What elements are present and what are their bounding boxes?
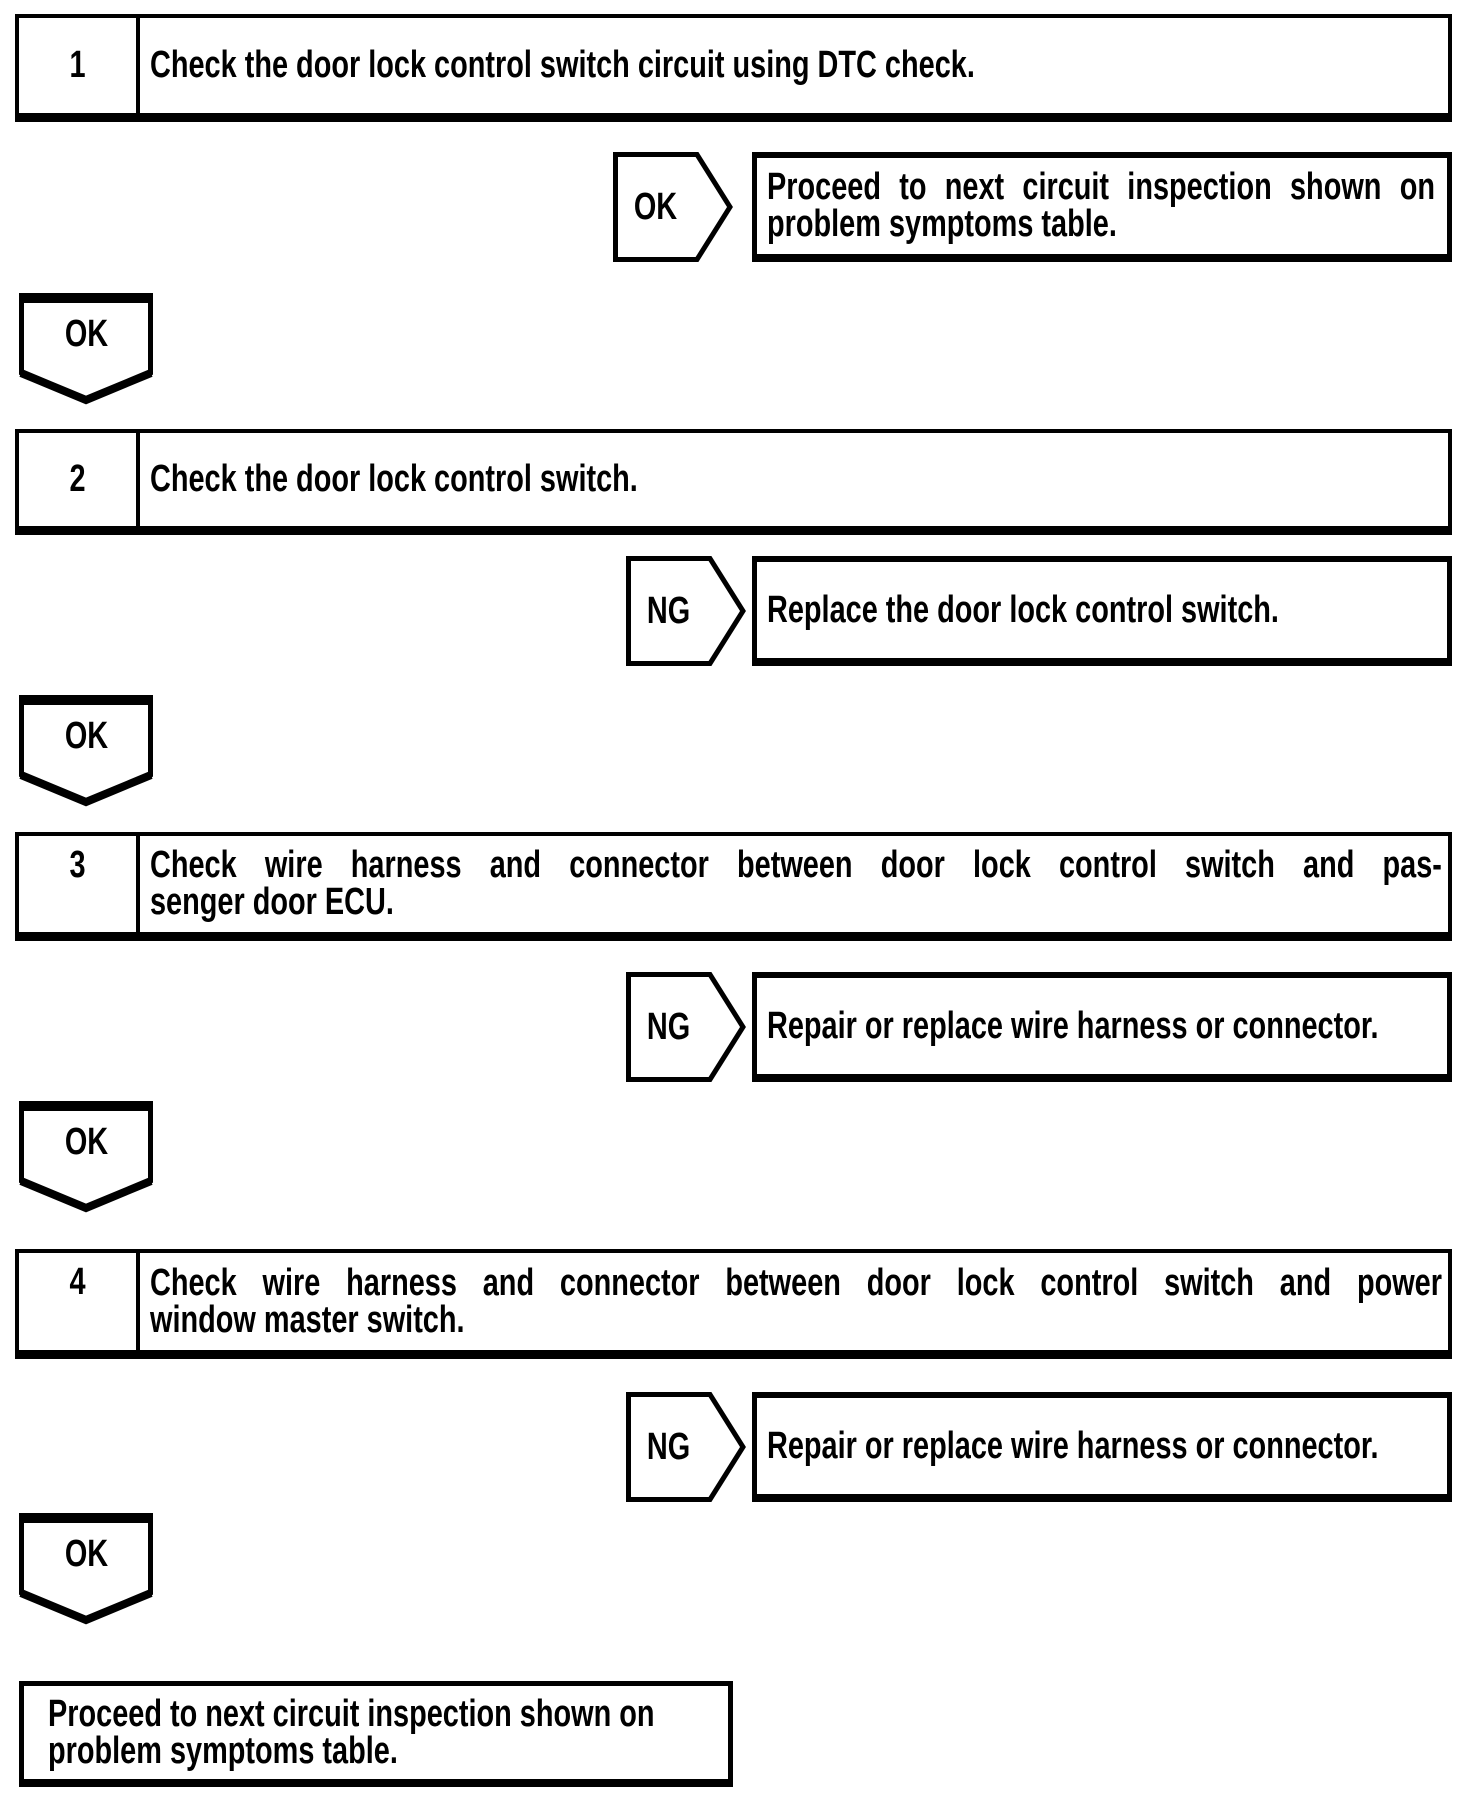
connector-label: OK — [64, 714, 108, 757]
step-1-box: 1 Check the door lock control switch cir… — [15, 14, 1452, 122]
result-text-line: Replace the door lock control switch. — [767, 588, 1279, 631]
step-number: 2 — [69, 458, 86, 500]
end-text-line: Proceed to next circuit inspection shown… — [48, 1692, 655, 1735]
branch-label: OK — [633, 185, 677, 228]
result-text-line: Repair or replace wire harness or connec… — [767, 1424, 1379, 1467]
end-text-line: problem symptoms table. — [48, 1729, 398, 1772]
step-number: 4 — [69, 1261, 86, 1303]
result-text-line: problem symptoms table. — [767, 203, 1117, 245]
step-2-number-cell: 2 — [19, 433, 140, 526]
ok-connector-arrow-icon: OK — [19, 293, 153, 405]
step-1-number-cell: 1 — [19, 18, 140, 113]
branch-result-box-4: Repair or replace wire harness or connec… — [752, 1392, 1452, 1502]
branch-label: NG — [646, 1425, 690, 1468]
step-instruction-line: window master switch. — [150, 1298, 465, 1341]
step-instruction-line: Check the door lock control switch. — [150, 458, 638, 500]
result-text-line: Repair or replace wire harness or connec… — [767, 1004, 1379, 1047]
step-4-number-cell: 4 — [19, 1253, 140, 1350]
ok-connector-arrow-icon: OK — [19, 1513, 153, 1625]
step-1-instruction: Check the door lock control switch circu… — [140, 18, 1448, 113]
branch-label: NG — [646, 589, 690, 632]
connector-label: OK — [64, 312, 108, 355]
step-number: 1 — [69, 44, 86, 86]
end-instruction-box: Proceed to next circuit inspection shown… — [19, 1681, 733, 1787]
ng-branch-arrow-icon: NG — [626, 1392, 746, 1502]
branch-result-box-3: Repair or replace wire harness or connec… — [752, 972, 1452, 1082]
connector-label: OK — [64, 1532, 108, 1575]
step-number: 3 — [69, 844, 86, 886]
step-2-instruction: Check the door lock control switch. — [140, 433, 1448, 526]
step-instruction-line: Check the door lock control switch circu… — [150, 44, 975, 86]
step-instruction-line: senger door ECU. — [150, 881, 394, 923]
ok-connector-arrow-icon: OK — [19, 1101, 153, 1213]
ng-branch-arrow-icon: NG — [626, 556, 746, 666]
ok-connector-arrow-icon: OK — [19, 695, 153, 807]
ng-branch-arrow-icon: NG — [626, 972, 746, 1082]
branch-result-box-2: Replace the door lock control switch. — [752, 556, 1452, 666]
branch-label: NG — [646, 1005, 690, 1048]
connector-label: OK — [64, 1120, 108, 1163]
step-2-box: 2 Check the door lock control switch. — [15, 429, 1452, 535]
ok-branch-arrow-icon: OK — [613, 152, 733, 262]
step-3-number-cell: 3 — [19, 836, 140, 932]
